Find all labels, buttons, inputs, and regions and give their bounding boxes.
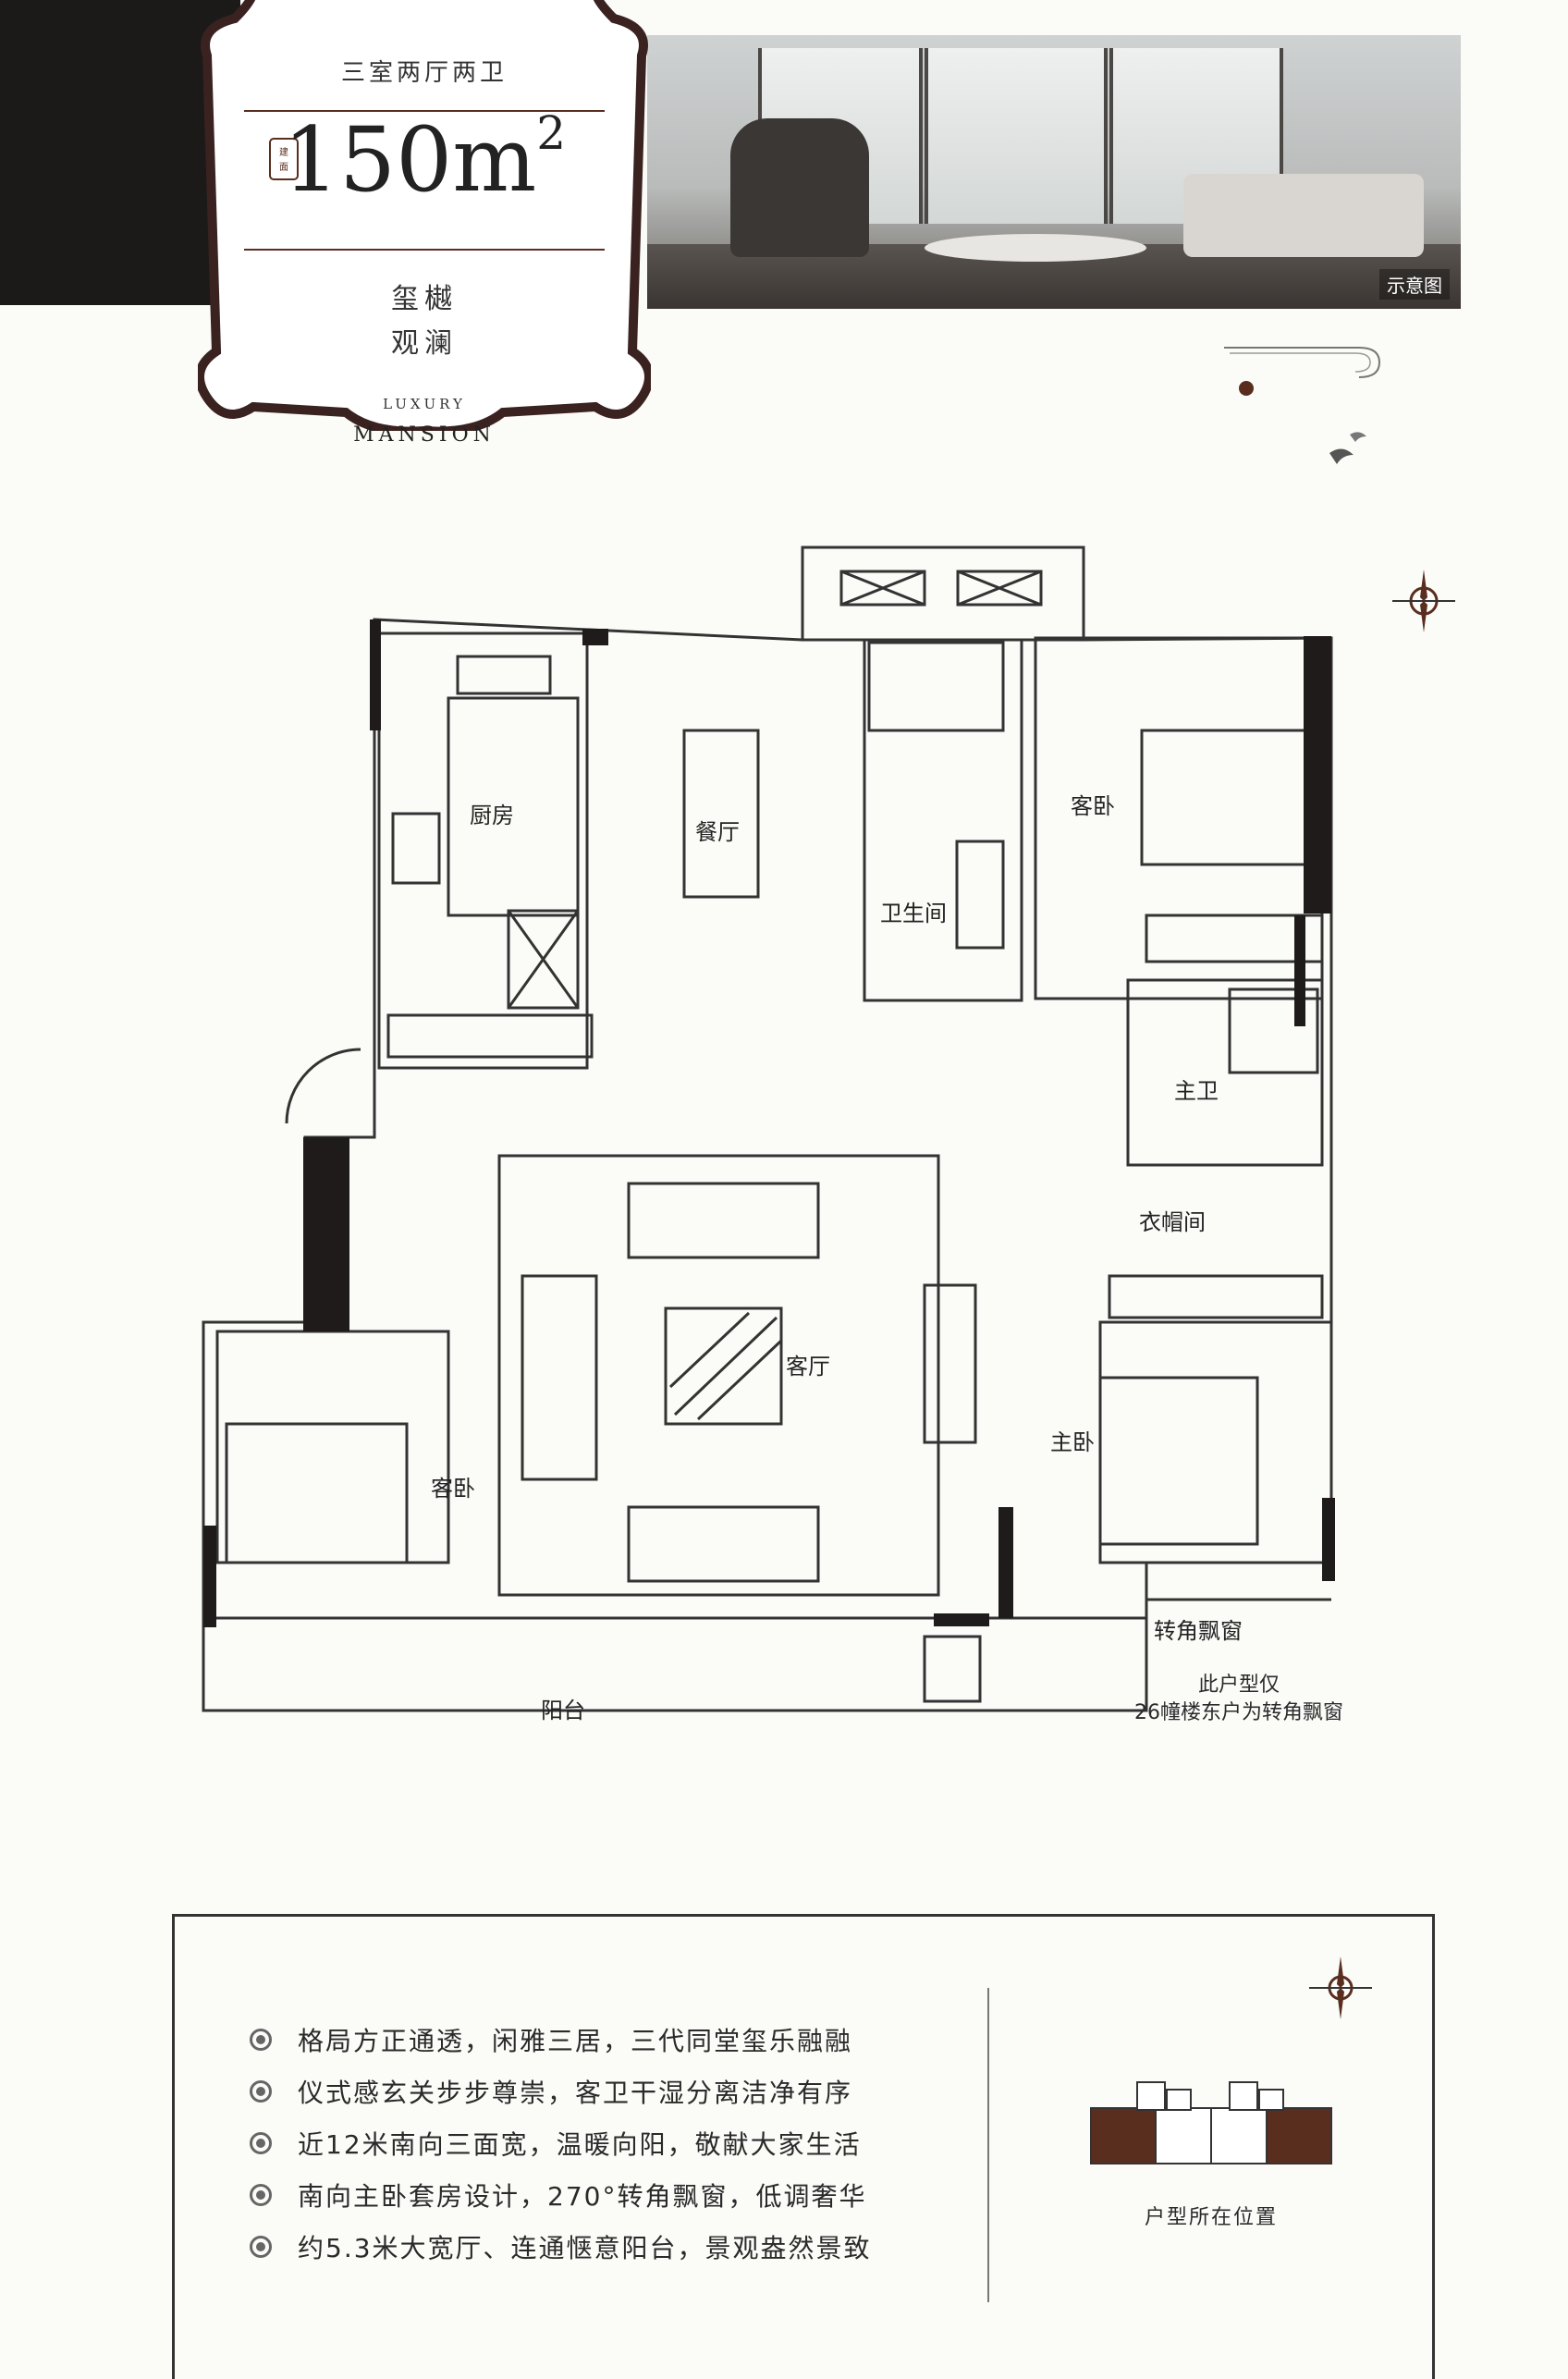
bullet-icon — [250, 2132, 272, 2154]
room-kitchen: 厨房 — [470, 803, 514, 828]
room-dining: 餐厅 — [695, 819, 740, 845]
floor-plan-drawing — [202, 546, 1335, 1712]
bullet-icon — [250, 2029, 272, 2051]
compass-icon — [1392, 570, 1455, 632]
feature-text: 南向主卧套房设计，270°转角飘窗，低调奢华 — [298, 2181, 867, 2212]
location-caption: 户型所在位置 — [1144, 2206, 1278, 2229]
project-name-line1: 玺樾 — [391, 283, 458, 315]
area-unit-sup: 2 — [536, 106, 567, 160]
room-bay-window: 转角飘窗 — [1154, 1618, 1243, 1644]
features-panel — [172, 1914, 1435, 2379]
bullet-icon — [250, 2184, 272, 2206]
brand-logo-icon — [1224, 347, 1381, 464]
sofa — [1183, 174, 1424, 257]
svg-text:建: 建 — [279, 146, 288, 158]
layout-type: 三室两厅两卫 — [340, 59, 508, 87]
feature-item: 约5.3米大宽厅、连通惬意阳台，景观盎然景致 — [250, 2221, 872, 2273]
feature-item: 仪式感玄关步步尊崇，客卫干湿分离洁净有序 — [250, 2066, 872, 2117]
unit-location-diagram — [1090, 2081, 1332, 2164]
title-badge: 建 面 三室两厅两卫 150m2 玺樾 观澜 LUXURY MANSION — [198, 0, 651, 447]
bay-window-note: 此户型仅 26幢楼东户为转角飘窗 — [1072, 1672, 1405, 1727]
feature-text: 近12米南向三面宽，温暖向阳，敬献大家生活 — [298, 2129, 862, 2160]
note-line1: 此户型仅 — [1197, 1674, 1280, 1697]
project-name-line2: 观澜 — [391, 327, 458, 360]
room-living: 客厅 — [786, 1354, 830, 1380]
floor-plan: 厨房 餐厅 卫生间 客卧 主卫 衣帽间 客厅 客卧 主卧 转角飘窗 阳台 — [185, 546, 1424, 1794]
bullet-icon — [250, 2236, 272, 2258]
feature-item: 格局方正通透，闲雅三居，三代同堂玺乐融融 — [250, 2014, 872, 2066]
brand-luxury: LUXURY — [383, 396, 466, 412]
room-balcony: 阳台 — [541, 1698, 585, 1723]
feature-item: 南向主卧套房设计，270°转角飘窗，低调奢华 — [250, 2169, 872, 2221]
compass-icon — [1309, 1956, 1372, 2019]
brand-mansion: MANSION — [353, 423, 496, 447]
interior-photo: 示意图 — [647, 35, 1461, 309]
features-divider — [987, 1988, 989, 2302]
room-closet: 衣帽间 — [1139, 1209, 1206, 1235]
area-label: 150m2 — [198, 110, 651, 204]
room-master-bedroom: 主卧 — [1050, 1429, 1095, 1455]
photo-caption: 示意图 — [1379, 269, 1450, 300]
bullet-icon — [250, 2080, 272, 2103]
dark-header-block — [0, 0, 240, 305]
window-pane — [925, 48, 1108, 224]
armchair — [730, 118, 869, 257]
badge-frame: 建 面 — [198, 0, 651, 431]
feature-text: 格局方正通透，闲雅三居，三代同堂玺乐融融 — [298, 2026, 853, 2056]
room-master-bath: 主卫 — [1174, 1078, 1219, 1104]
room-guest-bedroom-2: 客卧 — [431, 1476, 475, 1502]
feature-text: 约5.3米大宽厅、连通惬意阳台，景观盎然景致 — [298, 2233, 872, 2263]
coffee-table — [925, 234, 1146, 262]
room-guest-bedroom-1: 客卧 — [1071, 793, 1115, 819]
svg-text:面: 面 — [279, 163, 288, 173]
feature-list: 格局方正通透，闲雅三居，三代同堂玺乐融融 仪式感玄关步步尊崇，客卫干湿分离洁净有… — [250, 2014, 872, 2273]
note-line2: 26幢楼东户为转角飘窗 — [1134, 1701, 1343, 1724]
feature-text: 仪式感玄关步步尊崇，客卫干湿分离洁净有序 — [298, 2078, 853, 2108]
room-bathroom: 卫生间 — [880, 901, 947, 926]
area-number: 150m — [282, 108, 537, 212]
feature-item: 近12米南向三面宽，温暖向阳，敬献大家生活 — [250, 2117, 872, 2169]
